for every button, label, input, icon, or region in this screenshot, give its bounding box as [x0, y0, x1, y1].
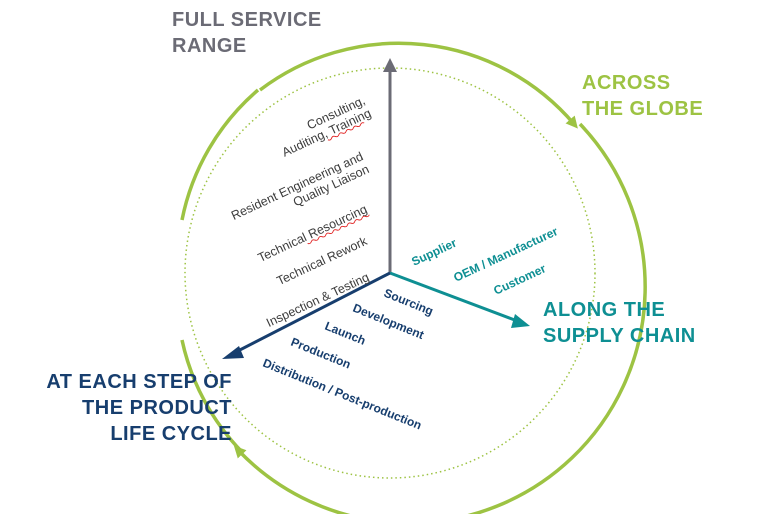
- spellcheck-squiggle: [327, 122, 365, 141]
- axis-lifecycle: [231, 271, 391, 356]
- heading-lifecycle-line3: LIFE CYCLE: [110, 423, 232, 445]
- outer-ring-arc-left: [180, 339, 244, 454]
- heading-full-service-line2: RANGE: [172, 35, 247, 57]
- heading-supply-line2: SUPPLY CHAIN: [543, 325, 696, 347]
- supply-customer: Customer: [491, 261, 548, 297]
- supply-supplier: Supplier: [409, 236, 459, 269]
- supply-item-customer: Customer: [491, 261, 548, 297]
- lifecycle-item-production: Production: [289, 335, 353, 372]
- lifecycle-launch: Launch: [323, 319, 368, 348]
- heading-lifecycle-line1: AT EACH STEP OF: [46, 371, 232, 393]
- heading-globe-line1: ACROSS: [582, 72, 671, 94]
- outer-ring-arc-upper-left: [180, 88, 260, 221]
- lifecycle-production: Production: [289, 335, 353, 372]
- spellcheck-squiggle: [307, 214, 370, 245]
- supply-item-supplier: Supplier: [409, 236, 459, 269]
- service-item-technical-resourcing: Technical Resourcing: [256, 202, 370, 265]
- arrowhead-lifecycle: [222, 346, 244, 359]
- heading-lifecycle-line2: THE PRODUCT: [82, 397, 232, 419]
- arrowhead-service: [383, 58, 397, 72]
- heading-full-service-line1: FULL SERVICE: [172, 9, 322, 31]
- lifecycle-item-launch: Launch: [323, 319, 368, 348]
- heading-globe-line2: THE GLOBE: [582, 98, 703, 120]
- outer-ring-arc-right: [233, 122, 647, 514]
- inner-dotted-ring: [184, 67, 596, 479]
- arrowhead-supply: [511, 314, 530, 328]
- outer-ring-arc-top: [258, 41, 578, 129]
- service-technical-resourcing: Technical Resourcing: [256, 202, 370, 265]
- heading-supply-line1: ALONG THE: [543, 299, 665, 321]
- axis-supply-chain: [389, 271, 521, 324]
